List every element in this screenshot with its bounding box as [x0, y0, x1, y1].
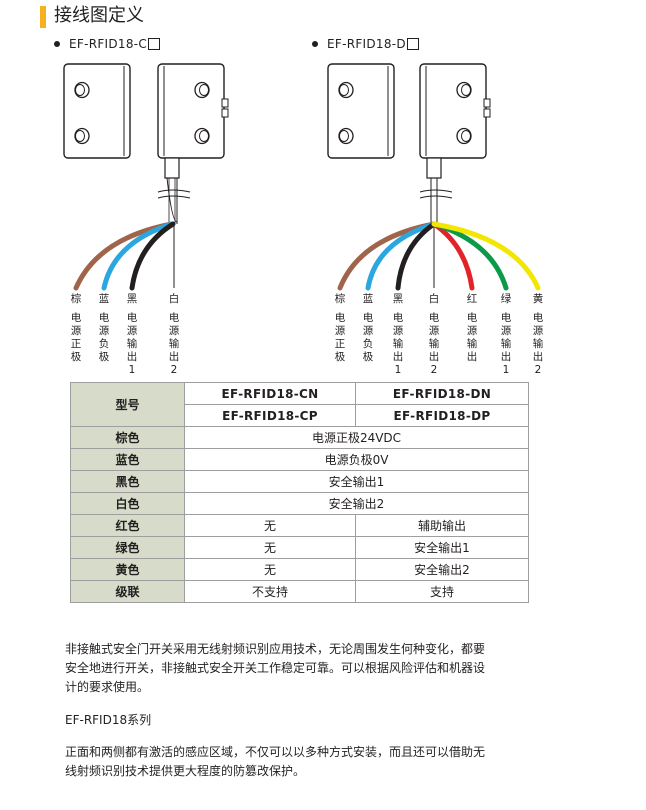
table-cell: 电源正极24VDC [184, 426, 529, 449]
sensor-block [157, 63, 229, 159]
table-row-label: 蓝色 [70, 448, 185, 471]
wire-label-yellow: 黄电源输出2 [532, 293, 544, 376]
intro-paragraph: 非接触式安全门开关采用无线射频识别应用技术，无论周围发生何种变化，都要安全地进行… [65, 642, 486, 694]
actuator-block [63, 63, 131, 159]
cable [419, 157, 453, 224]
table-row: 级联 不支持 支持 [70, 580, 529, 603]
wires [337, 221, 541, 291]
table-cell: 安全输出1 [184, 470, 529, 493]
wire-label-green: 绿电源输出1 [500, 293, 512, 376]
sensor-block [419, 63, 491, 159]
table-model-cell: EF-RFID18-DN [355, 382, 529, 405]
wire-label-white: 白电源输出2 [428, 293, 440, 376]
table-row: 绿色 无 安全输出1 [70, 536, 529, 559]
wire-blue [101, 221, 175, 291]
wire-label-brown: 棕电源正极 [334, 293, 346, 363]
table-row-label: 棕色 [70, 426, 185, 449]
wire-black [129, 221, 176, 291]
wire-label-black: 黑电源输出1 [126, 293, 138, 376]
features-paragraph: 正面和两侧都有激活的感应区域，不仅可以以多种方式安装，而且还可以借助无线射频识别… [65, 745, 486, 778]
table-row: 型号 EF-RFID18-CN EF-RFID18-DN [70, 382, 529, 427]
table-model-cell: EF-RFID18-DP [355, 404, 529, 427]
actuator-block [327, 63, 395, 159]
model-name-right: EF-RFID18-D [327, 37, 406, 51]
model-name-left: EF-RFID18-C [69, 37, 148, 51]
table-row: 黄色 无 安全输出2 [70, 558, 529, 581]
table-model-cell: EF-RFID18-CN [184, 382, 356, 405]
table-row-label: 级联 [70, 580, 185, 603]
table-row: 白色 安全输出2 [70, 492, 529, 515]
wire-blue [365, 221, 437, 291]
title-accent-bar [40, 6, 46, 28]
placeholder-box-icon [148, 37, 161, 50]
table-cell: 不支持 [184, 580, 356, 603]
placeholder-box-icon [406, 37, 419, 50]
series-heading: EF-RFID18系列 [65, 713, 152, 727]
table-row-label: 红色 [70, 514, 185, 537]
wire-label-brown: 棕电源正极 [70, 293, 82, 363]
table-cell: 安全输出2 [184, 492, 529, 515]
wiring-diagram-right [327, 63, 541, 291]
table-cell: 无 [184, 558, 356, 581]
bullet-icon [312, 40, 318, 47]
model-label-right: EF-RFID18-D [312, 36, 419, 52]
table-cell: 辅助输出 [355, 514, 529, 537]
table-row: 棕色 电源正极24VDC [70, 426, 529, 449]
table-cell: 安全输出2 [355, 558, 529, 581]
wires [73, 221, 176, 291]
wiring-diagram-left [63, 63, 229, 291]
table-row-label: 黄色 [70, 558, 185, 581]
wire-label-blue: 蓝电源负极 [98, 293, 110, 363]
wire-label-blue: 蓝电源负极 [362, 293, 374, 363]
wire-label-white: 白电源输出2 [168, 293, 180, 376]
table-model-cell: EF-RFID18-CP [184, 404, 356, 427]
page-title: 接线图定义 [54, 5, 144, 26]
table-row: 黑色 安全输出1 [70, 470, 529, 493]
table-row: 红色 无 辅助输出 [70, 514, 529, 537]
wire-black [395, 221, 437, 291]
bullet-icon [54, 40, 60, 47]
spec-table: 型号 EF-RFID18-CN EF-RFID18-DN EF-RFID18-C… [70, 382, 529, 603]
wire-yellow [431, 221, 541, 291]
table-cell: 电源负极0V [184, 448, 529, 471]
table-header-model: 型号 [70, 382, 185, 427]
table-row-label: 黑色 [70, 470, 185, 493]
table-cell: 支持 [355, 580, 529, 603]
table-row: 蓝色 电源负极0V [70, 448, 529, 471]
table-cell: 无 [184, 536, 356, 559]
cable [157, 157, 191, 224]
table-cell: 无 [184, 514, 356, 537]
model-label-left: EF-RFID18-C [54, 36, 161, 52]
table-cell: 安全输出1 [355, 536, 529, 559]
table-row-label: 绿色 [70, 536, 185, 559]
wire-label-red: 红电源输出 [466, 293, 478, 363]
wire-label-black: 黑电源输出1 [392, 293, 404, 376]
table-row: EF-RFID18-CP EF-RFID18-DP [71, 404, 529, 427]
table-row-label: 白色 [70, 492, 185, 515]
